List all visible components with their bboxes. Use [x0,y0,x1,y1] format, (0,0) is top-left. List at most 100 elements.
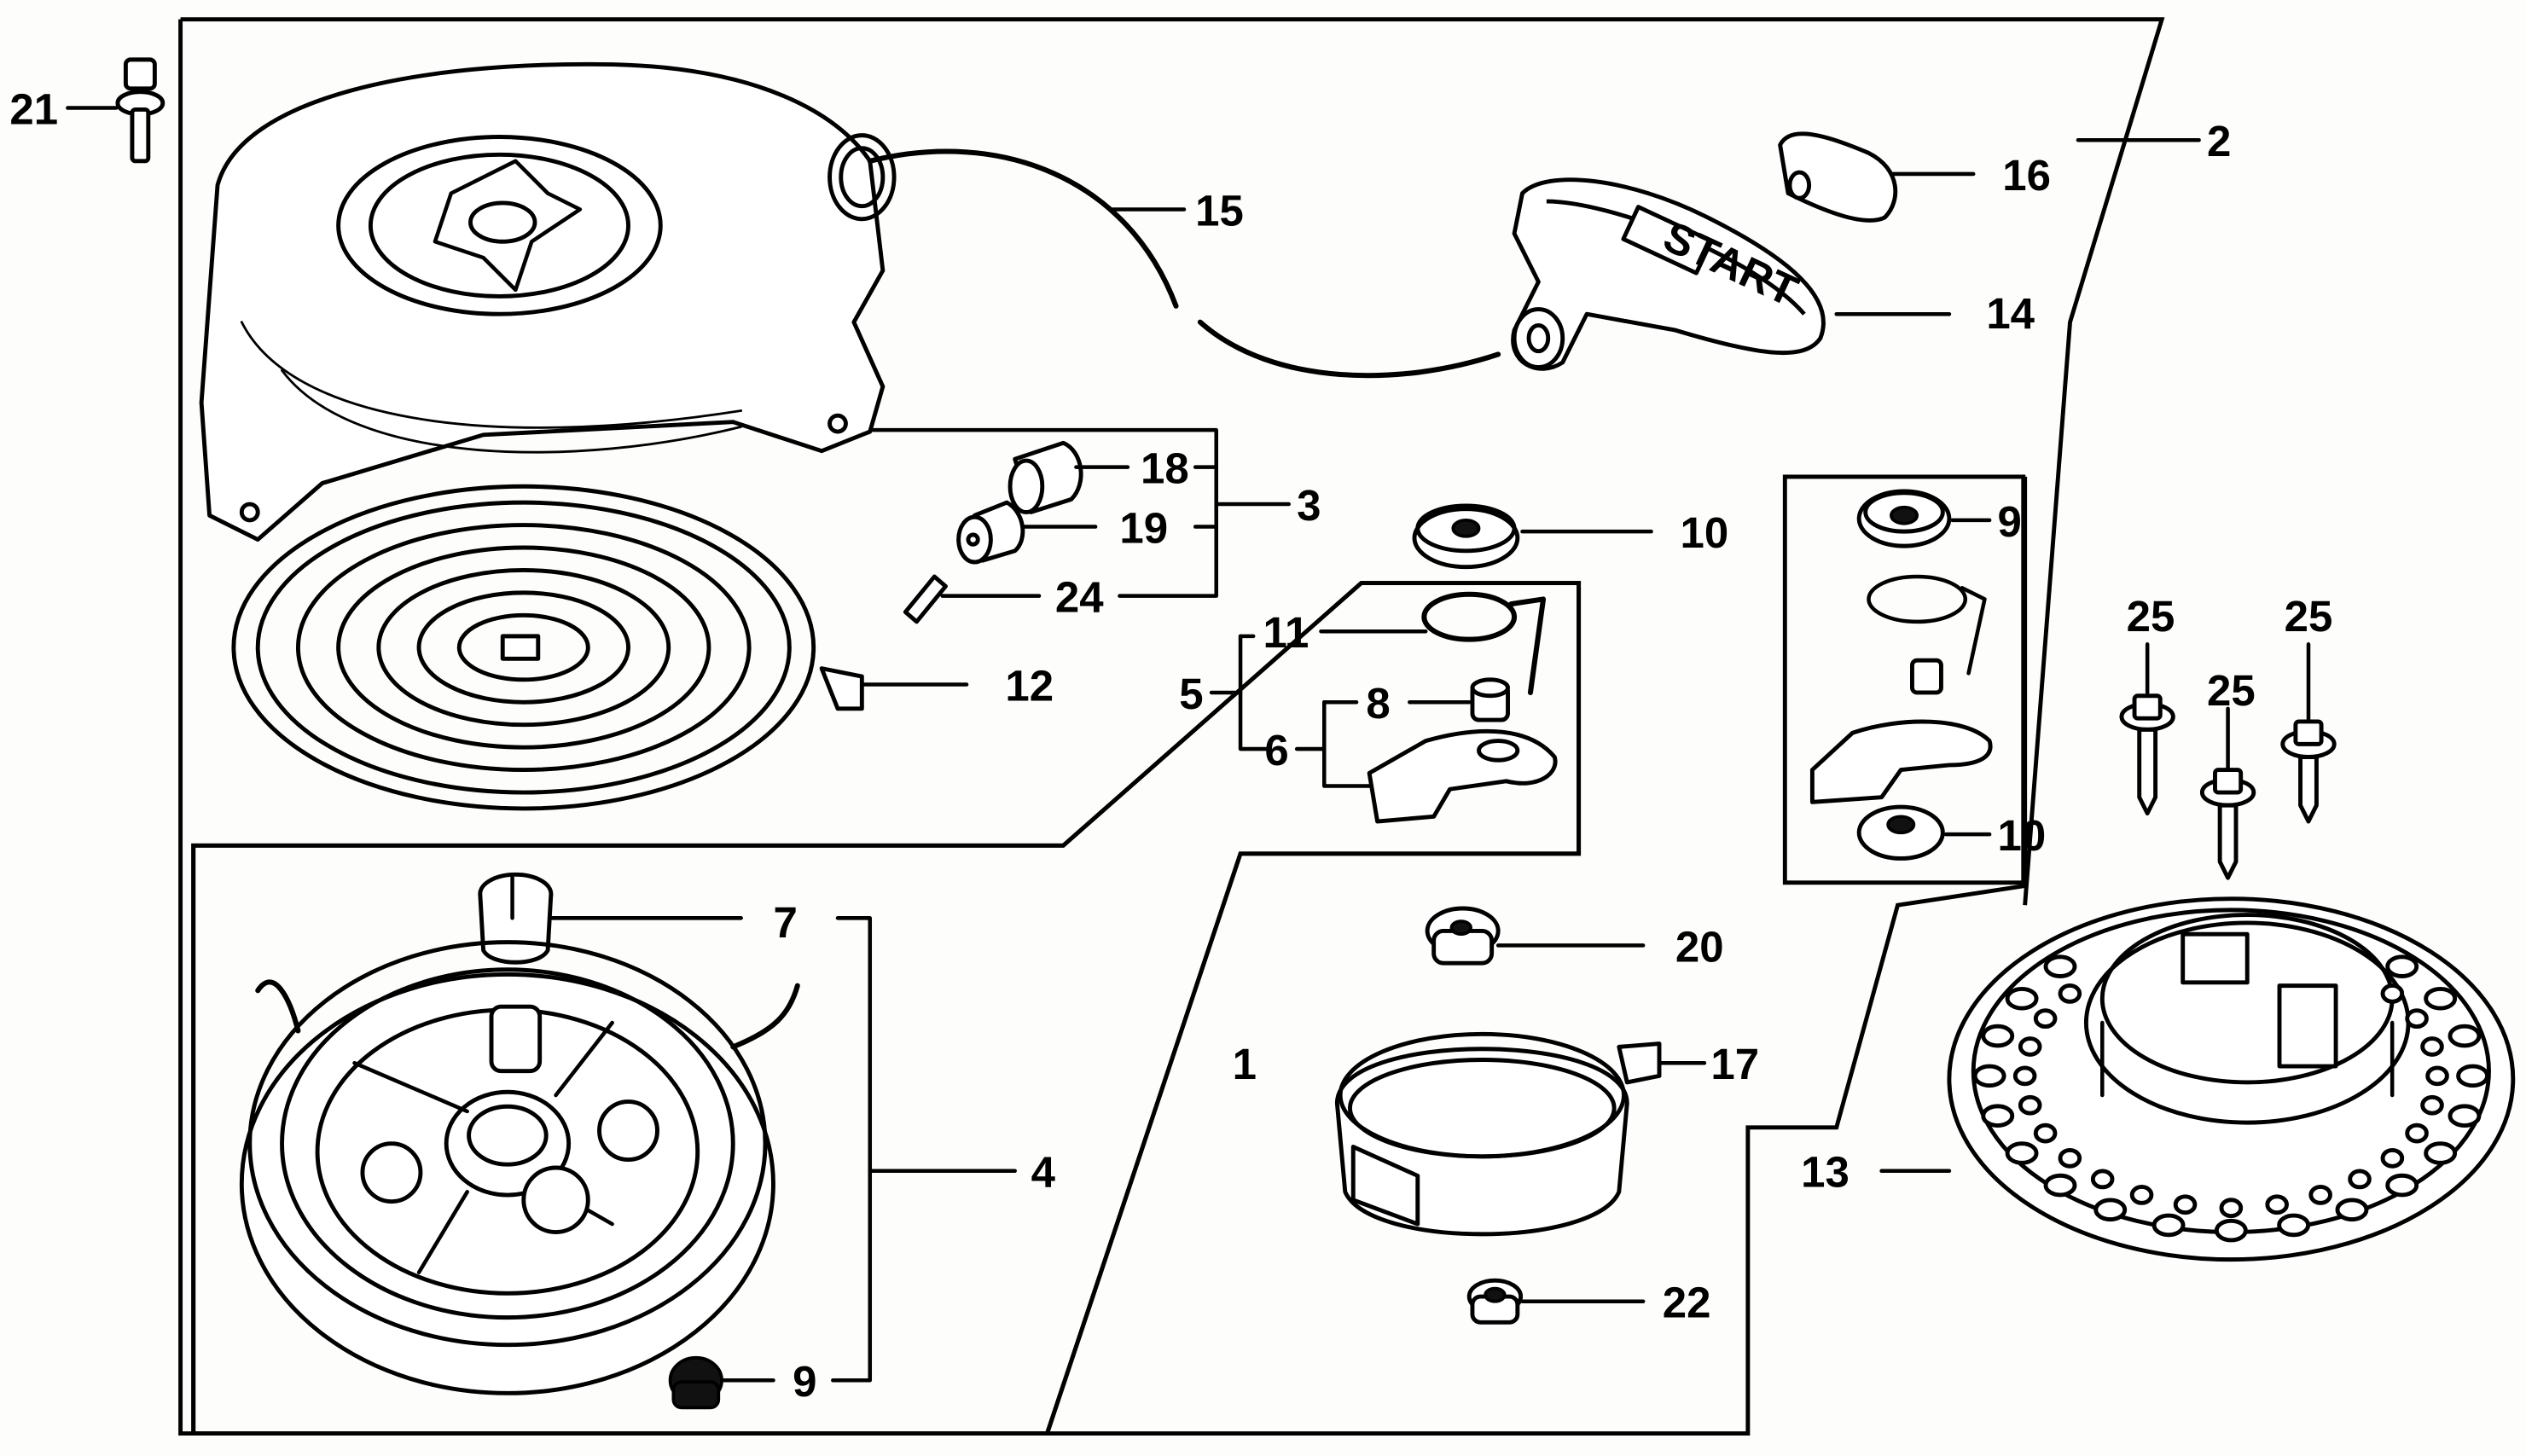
callout-8[interactable]: 8 [1366,679,1390,728]
cup-hole [2033,1122,2058,1144]
callout-labels: 21 15 16 2 14 18 3 19 24 10 9 11 12 5 8 … [9,84,2332,1406]
washer-set-spring [1867,574,1987,676]
part-6-ratchet[interactable] [1367,728,1558,824]
callout-17[interactable]: 16 [2002,151,2051,200]
part-19-bush[interactable] [1007,440,1083,514]
set-3-bracket [868,427,1291,598]
cup-hole [2335,1198,2369,1222]
part-4-reel[interactable] [239,940,800,1395]
part-21-nut[interactable] [1425,906,1501,966]
callout-9[interactable]: 9 [793,1357,816,1406]
callout-14[interactable]: 13 [1801,1148,1849,1197]
part-15-starter-grip[interactable]: START [1511,177,1826,371]
cup-hole [2424,1141,2458,1165]
part-22-flange-bolt[interactable] [115,57,165,164]
callout-21[interactable]: 20 [1675,922,1724,971]
cup-hole [2033,1008,2058,1030]
callout-16[interactable]: 15 [1195,186,1244,235]
callout-11[interactable]: 10 [1681,508,1729,557]
cup-hole [2005,1141,2039,1165]
callout-1[interactable]: 1 [1233,1040,1257,1088]
cup-hole [2420,1094,2444,1116]
cup-hole [2456,1064,2490,1088]
part-9-nut[interactable] [668,1355,723,1410]
part-11-friction-plate[interactable] [1412,503,1520,570]
cup-hole [2012,1065,2037,1087]
callout-25-left[interactable]: 25 [2127,592,2175,641]
cup-hole [1981,1104,2015,1128]
cup-hole [2265,1194,2289,1215]
set-5-bracket [1209,634,1269,751]
callout-2[interactable]: 2 [2207,117,2231,165]
cup-hole [2420,1036,2444,1057]
washer-set-ratchet [1809,719,1993,804]
part-17-grip-insert[interactable] [1778,131,1898,223]
callout-7[interactable]: 7 [773,898,797,947]
part-23-nut[interactable] [1466,1278,1524,1325]
cup-hole [2380,983,2405,1004]
washer-set-box [1782,474,2026,885]
cup-hole [2043,954,2077,978]
callout-18[interactable]: 17 [1710,1040,1759,1088]
cup-hole [2093,1198,2128,1222]
starter-housing[interactable] [199,61,897,542]
part-16-rope[interactable] [867,148,1501,379]
cup-hole [2058,1147,2082,1169]
part-20-collar[interactable] [956,500,1025,565]
callout-4[interactable]: 4 [1031,1148,1056,1197]
cup-hole [2018,1036,2042,1057]
cup-hole [2448,1104,2482,1128]
part-10-washer-upper[interactable] [1856,489,1952,548]
callout-20[interactable]: 19 [1119,503,1168,552]
part-24-pin[interactable] [903,574,948,624]
callout-25-right[interactable]: 25 [2285,592,2333,641]
callout-23[interactable]: 22 [1663,1279,1711,1327]
set-4-bracket [831,916,1017,1383]
cup-hole [2043,1173,2077,1198]
cup-hole [1972,1064,2006,1088]
callout-13[interactable]: 12 [1005,661,1054,710]
cup-hole [2348,1169,2372,1190]
cup-hole [2405,1008,2429,1030]
callout-5[interactable]: 5 [1179,670,1203,718]
cup-hole [2058,983,2082,1004]
cup-hole [2018,1094,2042,1116]
callout-3[interactable]: 3 [1297,481,1321,530]
callout-10-upper[interactable]: 9 [1998,497,2022,546]
cup-hole [2151,1213,2186,1238]
cup-hole [2277,1213,2311,1238]
cup-holes [1972,954,2490,1243]
callout-22[interactable]: 21 [9,84,58,133]
callout-6[interactable]: 6 [1264,726,1288,774]
cup-hole [2308,1185,2332,1205]
cup-hole [2424,986,2458,1011]
cup-hole [2405,1122,2429,1144]
part-25-screw-middle[interactable] [2199,706,2256,880]
set-6-bracket [1294,700,1372,788]
cup-hole [2173,1194,2198,1215]
cup-hole [2005,986,2039,1011]
callout-15[interactable]: 14 [1986,289,2035,338]
cup-hole [2380,1147,2405,1169]
part-7-collar[interactable] [478,872,554,965]
part-25-screw-left[interactable] [2119,642,2175,816]
callout-24[interactable]: 24 [1055,573,1104,622]
callout-10-lower[interactable]: 10 [1998,811,2047,860]
part-18-ratchet-guide[interactable] [1334,1031,1662,1237]
cup-hole [2090,1169,2115,1190]
callout-25-middle[interactable]: 25 [2207,666,2256,715]
part-10-washer-lower[interactable] [1856,804,1945,861]
part-8-pin[interactable] [1470,677,1510,722]
callout-19[interactable]: 18 [1141,444,1189,492]
cup-hole [2425,1065,2449,1087]
cup-hole [2214,1218,2248,1243]
cup-hole [2219,1198,2244,1219]
part-25-screw-right[interactable] [2280,642,2337,824]
part-12-friction-spring[interactable] [1421,591,1547,695]
part-13-recoil-spring[interactable] [231,484,864,811]
cup-hole [1981,1024,2015,1048]
callout-12[interactable]: 11 [1263,608,1309,657]
part-14-starter-cup[interactable] [1947,896,2516,1262]
washer-set-pin [1910,658,1943,695]
